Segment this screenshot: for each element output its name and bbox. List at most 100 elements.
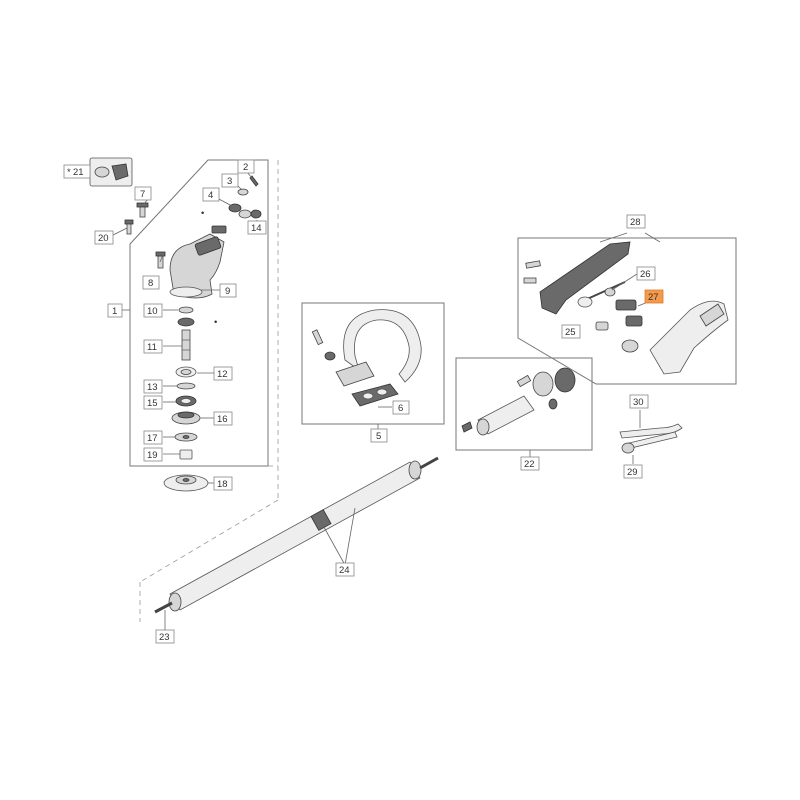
part-13-ring[interactable] <box>176 382 196 390</box>
svg-text:14: 14 <box>251 223 262 234</box>
part-14-bearing[interactable] <box>250 209 262 219</box>
svg-text:7: 7 <box>140 189 145 200</box>
svg-text:19: 19 <box>147 450 158 461</box>
part-24-shaft-tube[interactable] <box>168 460 422 612</box>
callout-28[interactable]: 28 <box>626 214 646 229</box>
part-8-bolt[interactable] <box>155 251 166 269</box>
part-6-clamp[interactable] <box>351 383 399 407</box>
callout-labels: * 21 2 3 4 7 14 20 8 9 1 10 11 12 13 15 … <box>63 159 664 644</box>
callout-29[interactable]: 29 <box>623 464 643 479</box>
part-17-washer[interactable] <box>174 432 198 442</box>
part-unnamed-pinion[interactable] <box>211 225 227 234</box>
callout-20[interactable]: 20 <box>94 230 114 245</box>
callout-19[interactable]: 19 <box>143 447 163 462</box>
callout-1[interactable]: 1 <box>107 303 123 318</box>
svg-text:16: 16 <box>217 414 228 425</box>
gear-head-group: • • <box>89 157 279 492</box>
callout-30[interactable]: 30 <box>629 394 649 409</box>
svg-text:29: 29 <box>627 467 638 478</box>
callout-15[interactable]: 15 <box>143 395 163 410</box>
gear-head-frame <box>129 159 269 467</box>
part-4-bearing[interactable] <box>228 203 252 219</box>
callout-9[interactable]: 9 <box>219 283 237 298</box>
callout-24[interactable]: 24 <box>335 562 355 577</box>
callout-27[interactable]: 27 <box>644 289 664 304</box>
part-19-nut[interactable] <box>179 449 193 460</box>
callout-13[interactable]: 13 <box>143 379 163 394</box>
part-9-gear-housing[interactable] <box>169 233 225 299</box>
svg-text:17: 17 <box>147 433 158 444</box>
callout-2[interactable]: 2 <box>237 159 255 174</box>
callout-22[interactable]: 22 <box>520 456 540 471</box>
svg-text:15: 15 <box>147 398 158 409</box>
part-29-wrench[interactable] <box>621 431 678 454</box>
part-26-rod[interactable] <box>584 281 626 301</box>
svg-text:10: 10 <box>147 306 158 317</box>
callout-4[interactable]: 4 <box>202 187 220 202</box>
callout-8[interactable]: 8 <box>142 275 160 290</box>
svg-text:2: 2 <box>243 162 248 173</box>
part-28-handle-half-left[interactable] <box>523 241 631 315</box>
part-25-trigger-parts[interactable] <box>577 296 639 353</box>
part-unnamed-gear[interactable] <box>177 317 195 327</box>
rear-handle-frame <box>517 237 737 385</box>
star-marker: * <box>67 167 71 178</box>
callout-11[interactable]: 11 <box>143 339 163 354</box>
svg-text:20: 20 <box>98 233 109 244</box>
part-3-ring[interactable] <box>237 188 249 196</box>
part-11-shaft[interactable] <box>181 329 191 361</box>
svg-text:3: 3 <box>227 176 232 187</box>
part-12-bearing[interactable] <box>175 366 197 378</box>
callout-17[interactable]: 17 <box>143 430 163 445</box>
part-16-holder[interactable] <box>171 411 201 425</box>
svg-text:9: 9 <box>225 286 230 297</box>
svg-text:4: 4 <box>208 190 213 201</box>
part-23-drive-cable[interactable] <box>154 456 439 614</box>
callout-21[interactable]: * 21 <box>63 164 91 179</box>
callout-14[interactable]: 14 <box>247 220 267 235</box>
callout-23[interactable]: 23 <box>155 629 175 644</box>
callout-6[interactable]: 6 <box>392 400 410 415</box>
part-10-washer[interactable] <box>178 306 194 314</box>
part-18-cover[interactable] <box>163 474 209 492</box>
part-5-loop-handle[interactable] <box>335 309 422 387</box>
callout-10[interactable]: 10 <box>143 303 163 318</box>
svg-text:26: 26 <box>640 269 651 280</box>
part-27-switch[interactable] <box>615 299 643 327</box>
leader-lines <box>112 171 649 484</box>
tool-group <box>619 410 683 464</box>
svg-text:22: 22 <box>524 459 535 470</box>
callout-3[interactable]: 3 <box>221 173 239 188</box>
part-2-clip[interactable] <box>249 175 259 187</box>
part-21-screw-set[interactable] <box>89 157 133 187</box>
svg-text:8: 8 <box>148 278 153 289</box>
part-unnamed-handle-bolt[interactable] <box>311 329 336 361</box>
svg-text:6: 6 <box>398 403 403 414</box>
part-28-handle-half-right[interactable] <box>649 300 729 375</box>
callout-18[interactable]: 18 <box>213 476 233 491</box>
svg-text:27: 27 <box>648 292 659 303</box>
svg-text:12: 12 <box>217 369 228 380</box>
svg-text:28: 28 <box>630 217 641 228</box>
shaft-coupling-frame <box>455 357 593 451</box>
part-7-bolt[interactable] <box>136 202 149 218</box>
callout-12[interactable]: 12 <box>213 366 233 381</box>
callout-26[interactable]: 26 <box>636 266 656 281</box>
dot-marker-2: • <box>214 317 217 328</box>
part-15-seal[interactable] <box>175 395 197 407</box>
svg-text:1: 1 <box>112 306 117 317</box>
svg-text:21: 21 <box>73 167 84 178</box>
part-30-spanner[interactable] <box>619 423 683 439</box>
loop-handle-frame <box>301 302 445 425</box>
callout-16[interactable]: 16 <box>213 411 233 426</box>
callout-7[interactable]: 7 <box>134 186 152 201</box>
rear-handle-group <box>517 232 737 385</box>
callout-5[interactable]: 5 <box>370 428 388 443</box>
dot-marker-1: • <box>201 208 204 219</box>
drive-shaft-group <box>139 456 439 630</box>
callout-25[interactable]: 25 <box>561 324 581 339</box>
part-20-bolt[interactable] <box>124 219 134 235</box>
part-22-coupling-tube[interactable] <box>461 367 576 436</box>
svg-text:5: 5 <box>376 431 381 442</box>
